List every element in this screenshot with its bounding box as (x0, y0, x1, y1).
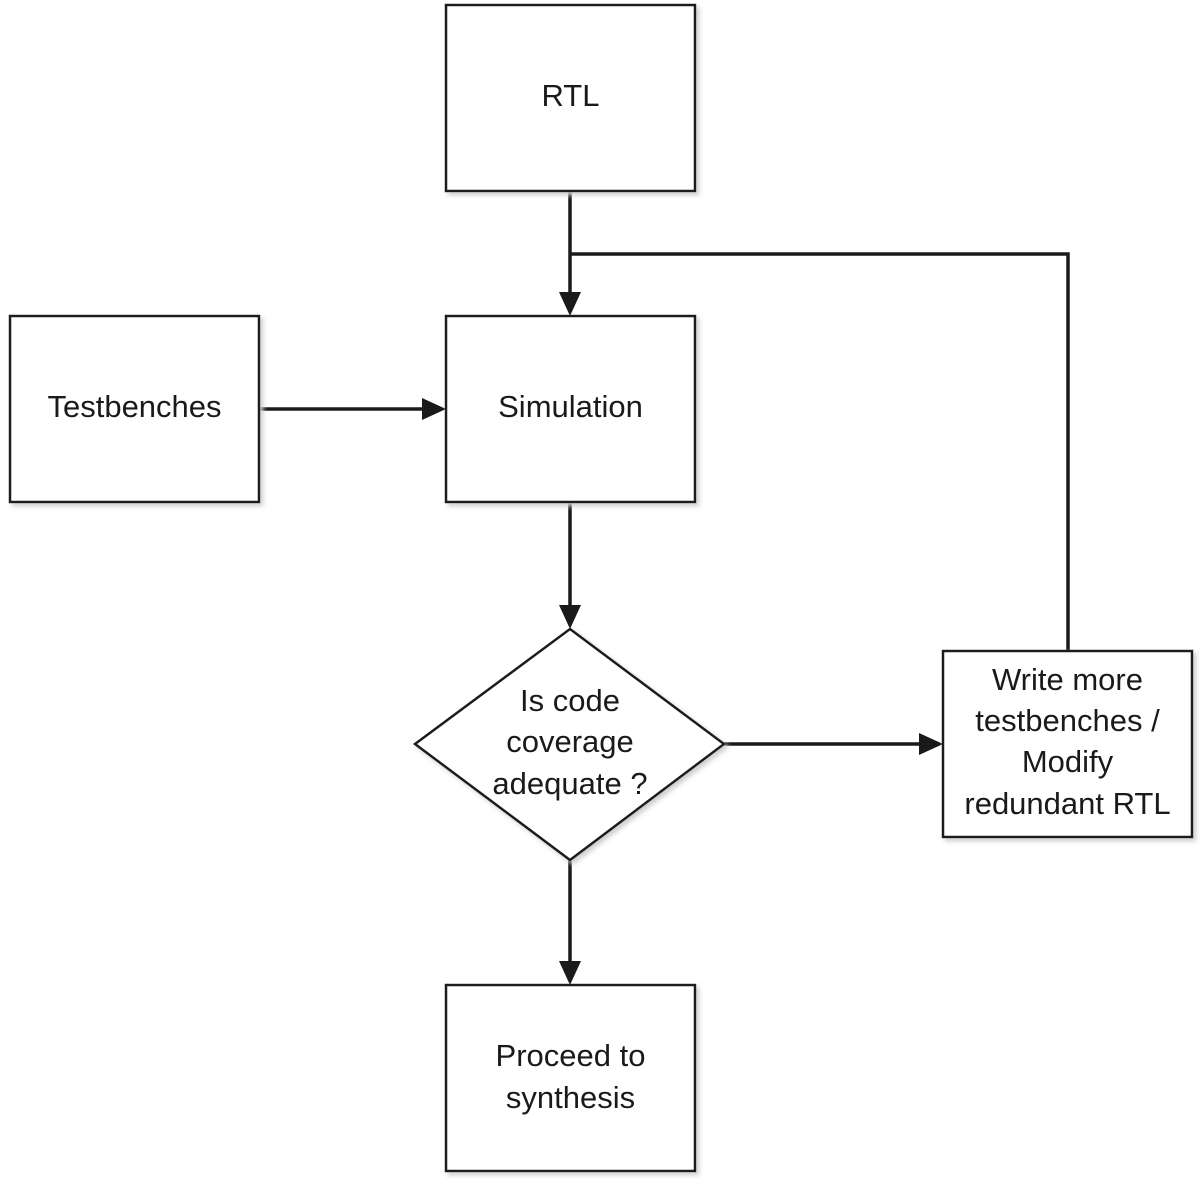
testbenches-label: Testbenches (47, 389, 221, 424)
arrowhead-into-write-more (919, 733, 943, 755)
decision-label-line-1: Is code (520, 683, 620, 718)
write-more-box (941, 649, 1194, 839)
write-more-label-line-3: Modify (1022, 744, 1114, 779)
connectors (259, 191, 1070, 985)
node-decision: Is code coverage adequate ? (412, 627, 727, 862)
edge-feedback-loop (570, 252, 1070, 651)
decision-label-line-3: adequate ? (492, 766, 647, 801)
simulation-label: Simulation (498, 389, 643, 424)
rtl-box (444, 3, 697, 193)
testbenches-box (8, 314, 261, 504)
arrowhead-into-decision (559, 605, 581, 629)
node-proceed: Proceed to synthesis (444, 983, 697, 1173)
arrowhead-into-simulation-top (559, 292, 581, 316)
proceed-label-line-1: Proceed to (496, 1038, 646, 1073)
node-write-more: Write more testbenches / Modify redundan… (941, 649, 1194, 839)
proceed-box (444, 983, 697, 1173)
write-more-label-line-2: testbenches / (975, 703, 1160, 738)
simulation-box (444, 314, 697, 504)
write-more-label-line-1: Write more (992, 662, 1143, 697)
decision-diamond (412, 627, 727, 862)
arrowhead-into-simulation-left (422, 398, 446, 420)
node-rtl: RTL (444, 3, 697, 193)
node-testbenches: Testbenches (8, 314, 261, 504)
write-more-label-line-4: redundant RTL (964, 786, 1170, 821)
decision-label-line-2: coverage (506, 724, 634, 759)
node-simulation: Simulation (444, 314, 697, 504)
proceed-label-line-2: synthesis (506, 1080, 635, 1115)
rtl-label: RTL (541, 78, 599, 113)
arrowhead-into-proceed (559, 961, 581, 985)
